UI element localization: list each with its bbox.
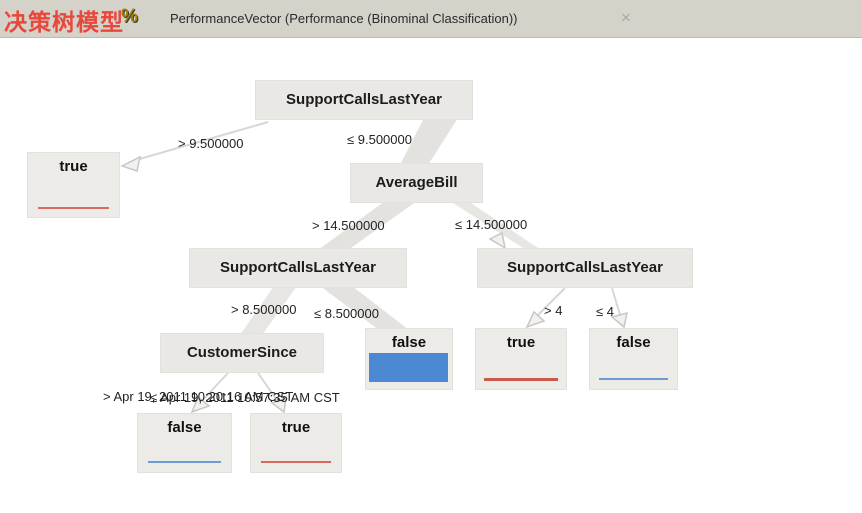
- leaf-true-left: true: [27, 152, 120, 218]
- edge-label-le-date: ≤ Apr 19, 2011 10:57:35 AM CST: [150, 390, 340, 405]
- result-tab-bar: 决策树模型 % PerformanceVector (Performance (…: [0, 0, 862, 38]
- leaf-label: true: [506, 334, 536, 351]
- leaf-label: true: [281, 419, 311, 436]
- performance-percent-icon: %: [121, 6, 138, 27]
- edge-right-node-to-false-leaf: [611, 287, 622, 319]
- leaf-false-center: false: [365, 328, 453, 390]
- leaf-label: true: [59, 158, 88, 175]
- edge-label-gt-8.5: > 8.500000: [231, 302, 297, 317]
- tab-performancevector[interactable]: PerformanceVector (Performance (Binomina…: [170, 11, 518, 26]
- edge-label-gt-9.5: > 9.500000: [178, 136, 244, 151]
- class-bar-true: [484, 378, 558, 381]
- decision-tree-canvas[interactable]: > 9.500000 ≤ 9.500000 > 14.500000 ≤ 14.5…: [0, 38, 862, 513]
- leaf-true-bottom: true: [250, 413, 342, 473]
- edge-label-gt-date: > Apr 19, 2011 10:20:16 AM CST: [103, 389, 294, 404]
- edge-label-gt-14.5: > 14.500000: [312, 218, 385, 233]
- leaf-false-right: false: [589, 328, 678, 390]
- edge-label-le-8.5: ≤ 8.500000: [314, 306, 379, 321]
- leaf-label: false: [616, 334, 651, 351]
- leaf-false-bottom: false: [137, 413, 232, 473]
- leaf-label: false: [391, 334, 427, 351]
- edge-root-to-true-leaf: [135, 121, 269, 161]
- class-bar-false: [599, 378, 668, 380]
- edge-customersince-to-true-leaf: [257, 372, 279, 403]
- edge-customersince-to-false-leaf: [198, 372, 229, 405]
- node-supportcallslastyear-left: SupportCallsLastYear: [189, 248, 407, 288]
- close-icon[interactable]: ×: [621, 8, 631, 27]
- arrowhead-true-bottom: [270, 396, 287, 414]
- edge-label-le-4: ≤ 4: [596, 304, 614, 319]
- leaf-true-mid-right: true: [475, 328, 567, 390]
- arrowhead-false-bottom: [190, 395, 211, 414]
- edge-left-node-to-customersince: [240, 286, 297, 335]
- class-bar-true: [261, 461, 331, 463]
- edge-averagebill-to-right-node: [450, 201, 541, 250]
- edge-label-gt-4: > 4: [544, 303, 563, 318]
- edge-root-to-averagebill: [400, 118, 458, 165]
- class-bar-false-large: [369, 353, 448, 382]
- edge-averagebill-to-left-node: [318, 201, 417, 250]
- class-bar-false: [148, 461, 221, 463]
- edge-left-node-to-false-leaf: [320, 286, 409, 330]
- tree-edges: [120, 118, 628, 414]
- page-title: 决策树模型: [4, 9, 124, 35]
- arrowhead-right-node: [488, 231, 507, 250]
- node-averagebill: AverageBill: [350, 163, 483, 203]
- edge-label-le-14.5: ≤ 14.500000: [455, 217, 528, 232]
- arrowhead-true-left: [120, 155, 142, 172]
- edge-right-node-to-true-leaf: [532, 287, 566, 321]
- node-root-supportcallslastyear: SupportCallsLastYear: [255, 80, 473, 120]
- node-customersince: CustomerSince: [160, 333, 324, 373]
- class-bar-true: [38, 207, 109, 209]
- arrowhead-false-right: [610, 311, 628, 329]
- edge-label-le-9.5: ≤ 9.500000: [347, 132, 412, 147]
- leaf-label: false: [167, 419, 202, 436]
- arrowhead-true-mid: [525, 310, 546, 329]
- node-supportcallslastyear-right: SupportCallsLastYear: [477, 248, 693, 288]
